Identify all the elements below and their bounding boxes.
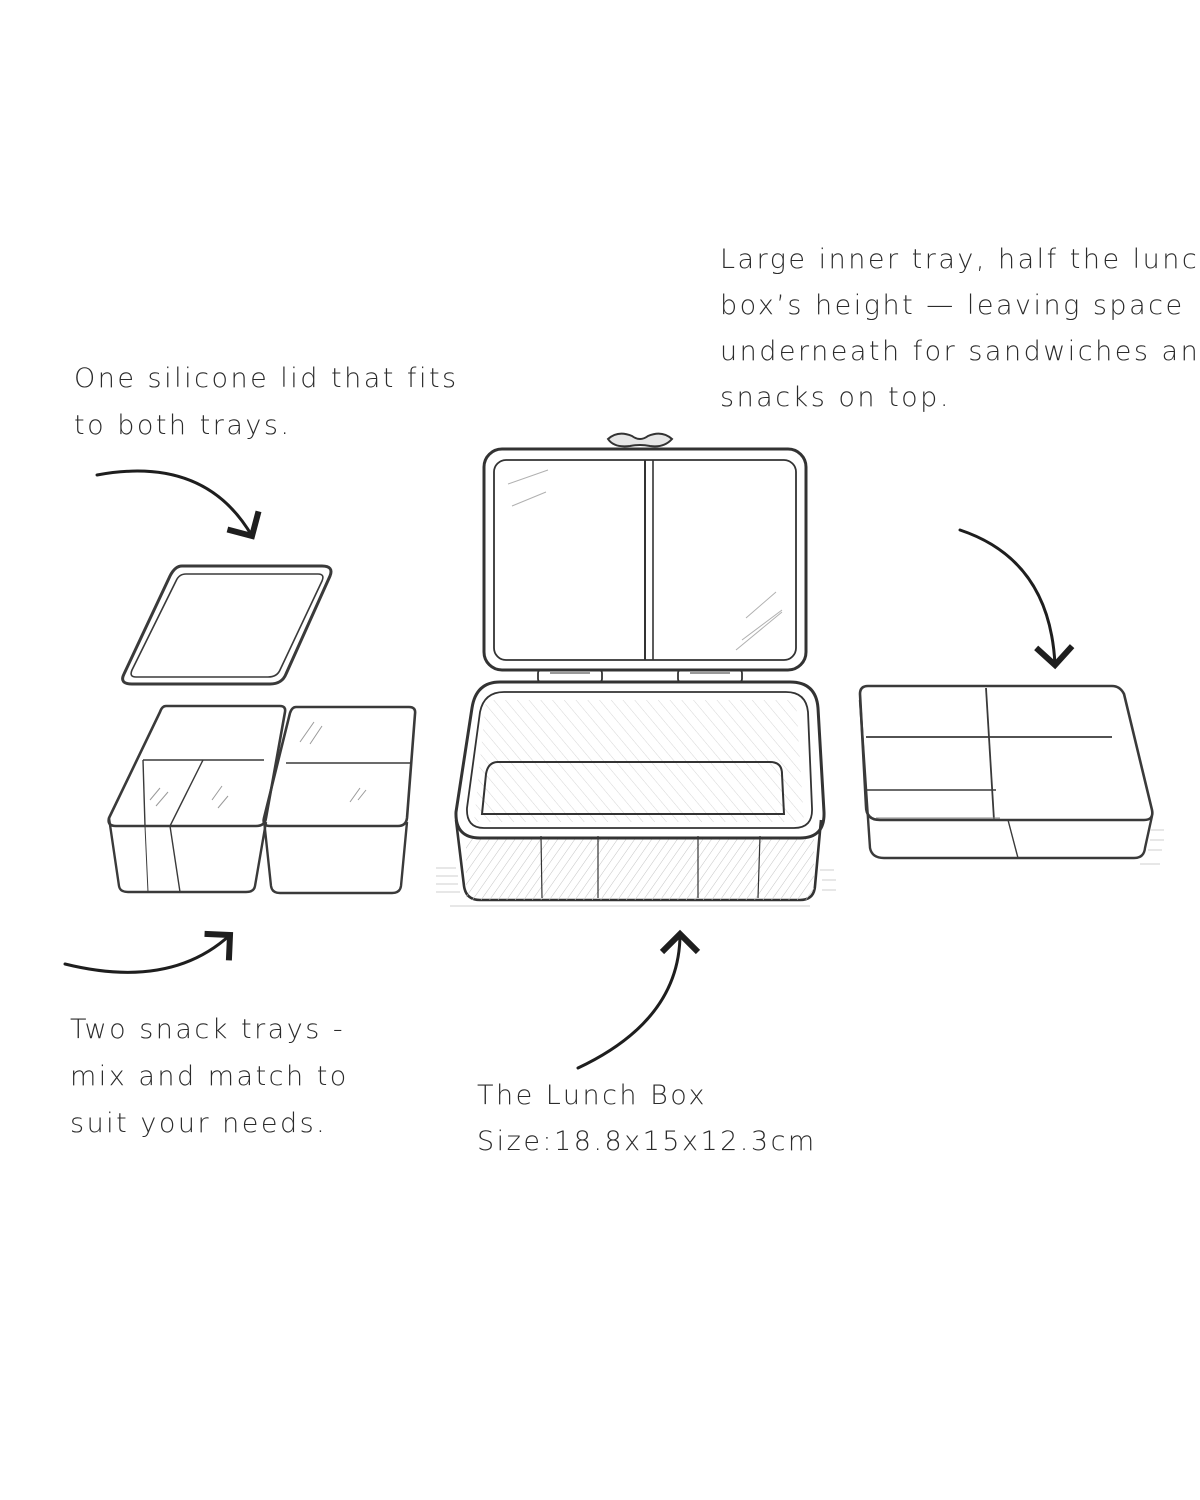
large-inner-tray-illustration (858, 684, 1164, 865)
lunch-box-pointer-arrow (576, 929, 701, 1070)
caption-line: mix and match to (70, 1061, 349, 1092)
snack-tray-single-illustration (262, 705, 417, 895)
caption-line: to both trays. (74, 410, 292, 441)
caption-line: underneath for sandwiches and (720, 336, 1200, 367)
silicone-lid-caption: One silicone lid that fits to both trays… (74, 355, 459, 449)
lunch-box-caption: The Lunch Box Size:18.8x15x12.3cm (477, 1073, 817, 1165)
caption-line: Size:18.8x15x12.3cm (477, 1126, 817, 1157)
inner-tray-pointer-arrow (958, 528, 1075, 670)
caption-line: Two snack trays - (70, 1014, 346, 1045)
snack-tray-divided-illustration (107, 704, 287, 894)
inner-tray-caption: Large inner tray, half the lunch box’s h… (720, 237, 1200, 421)
caption-line: snacks on top. (720, 382, 951, 413)
lid-pointer-arrow (95, 469, 262, 540)
snack-trays-pointer-arrow (63, 930, 234, 974)
caption-line: Large inner tray, half the lunch (720, 244, 1200, 275)
caption-line: box’s height — leaving space (720, 290, 1185, 321)
caption-line: One silicone lid that fits (74, 363, 459, 394)
lunch-box-illustration (436, 432, 836, 907)
silicone-lid-illustration (121, 564, 333, 686)
caption-line: suit your needs. (70, 1108, 328, 1139)
caption-line: The Lunch Box (477, 1080, 707, 1111)
snack-trays-caption: Two snack trays - mix and match to suit … (70, 1006, 349, 1147)
